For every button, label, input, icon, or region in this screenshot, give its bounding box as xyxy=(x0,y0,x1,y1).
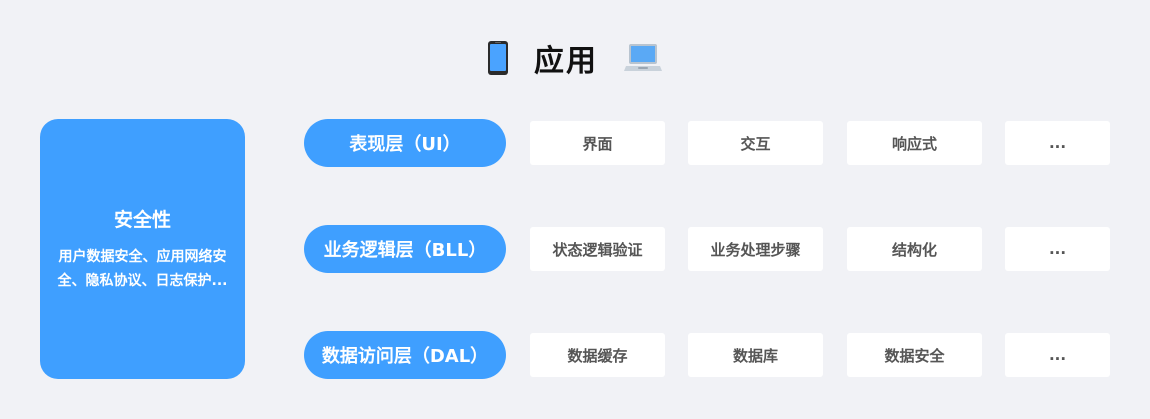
layer-ui-item: 界面 xyxy=(530,121,665,165)
layer-bll-item: 状态逻辑验证 xyxy=(530,227,665,271)
layer-dal-more: ... xyxy=(1005,333,1110,377)
layer-dal-item: 数据库 xyxy=(688,333,823,377)
security-title: 安全性 xyxy=(114,205,171,232)
phone-icon xyxy=(488,41,508,75)
layer-bll-item: 结构化 xyxy=(847,227,982,271)
security-panel: 安全性 用户数据安全、应用网络安全、隐私协议、日志保护... xyxy=(40,119,245,379)
diagram-title: 应用 xyxy=(534,36,598,80)
layer-dal-item: 数据缓存 xyxy=(530,333,665,377)
layer-ui-item: 交互 xyxy=(688,121,823,165)
diagram-header: 应用 xyxy=(0,36,1150,80)
layer-ui-more: ... xyxy=(1005,121,1110,165)
layer-bll-label: 业务逻辑层（BLL） xyxy=(304,225,506,273)
layer-dal-label: 数据访问层（DAL） xyxy=(304,331,506,379)
layer-bll-item: 业务处理步骤 xyxy=(688,227,823,271)
security-description: 用户数据安全、应用网络安全、隐私协议、日志保护... xyxy=(52,245,233,293)
layer-ui-label: 表现层（UI） xyxy=(304,119,506,167)
layer-dal-item: 数据安全 xyxy=(847,333,982,377)
laptop-icon xyxy=(624,42,662,74)
layer-bll-more: ... xyxy=(1005,227,1110,271)
layer-ui-item: 响应式 xyxy=(847,121,982,165)
